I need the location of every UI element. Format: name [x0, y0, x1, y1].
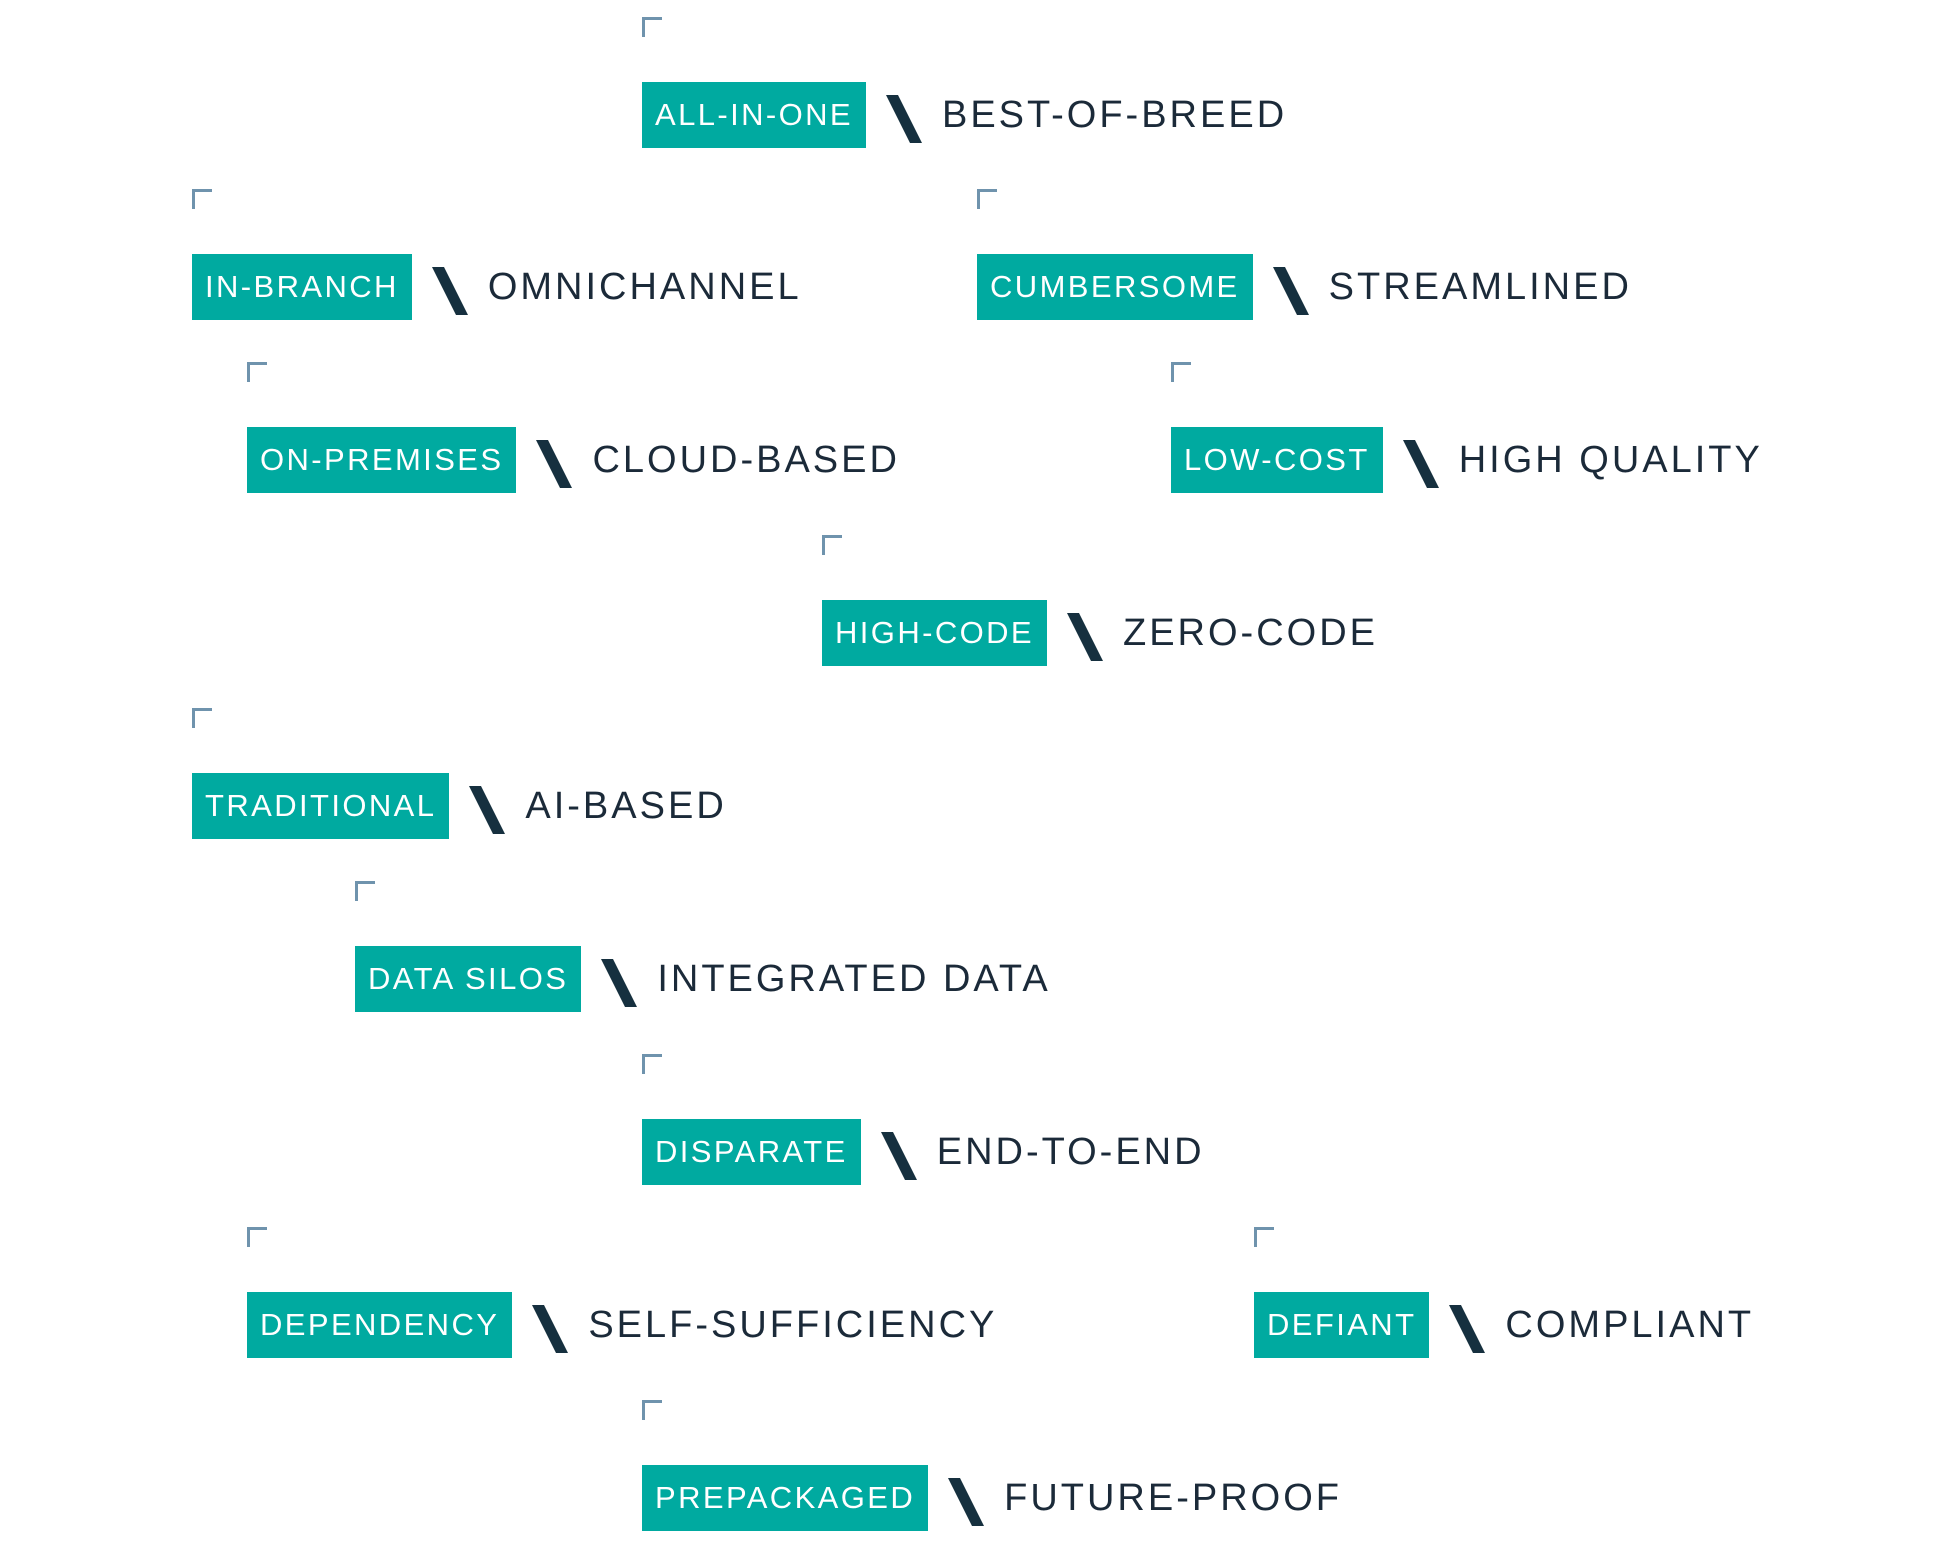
pair-high-code: HIGH-CODE ZERO-CODE	[822, 535, 1378, 666]
label-compliant: COMPLIANT	[1505, 1303, 1755, 1346]
pair-cumbersome: CUMBERSOME STREAMLINED	[977, 189, 1632, 320]
label-end-to-end: END-TO-END	[936, 1130, 1205, 1173]
tag-on-premises: ON-PREMISES	[247, 427, 517, 493]
label-omnichannel: OMNICHANNEL	[487, 265, 802, 308]
label-integrated-data: INTEGRATED DATA	[657, 957, 1051, 1000]
corner-bracket-icon	[192, 708, 212, 728]
backslash-icon	[536, 440, 573, 488]
tag-prepackaged: PREPACKAGED	[642, 1465, 929, 1531]
tag-traditional: TRADITIONAL	[192, 773, 450, 839]
label-streamlined: STREAMLINED	[1328, 265, 1632, 308]
tag-low-cost: LOW-COST	[1171, 427, 1383, 493]
label-future-proof: FUTURE-PROOF	[1004, 1476, 1342, 1519]
corner-bracket-icon	[642, 1054, 662, 1074]
tag-disparate: DISPARATE	[642, 1119, 861, 1185]
pair-low-cost: LOW-COST HIGH QUALITY	[1171, 362, 1763, 493]
pair-prepackaged: PREPACKAGED FUTURE-PROOF	[642, 1400, 1342, 1531]
corner-bracket-icon	[247, 362, 267, 382]
label-ai-based: AI-BASED	[525, 784, 727, 827]
corner-bracket-icon	[822, 535, 842, 555]
corner-bracket-icon	[247, 1227, 267, 1247]
tag-in-branch: IN-BRANCH	[192, 254, 412, 320]
backslash-icon	[601, 959, 638, 1007]
label-cloud-based: CLOUD-BASED	[592, 438, 900, 481]
corner-bracket-icon	[977, 189, 997, 209]
label-high-quality: HIGH QUALITY	[1458, 438, 1763, 481]
tag-defiant: DEFIANT	[1254, 1292, 1430, 1358]
pair-data-silos: DATA SILOS INTEGRATED DATA	[355, 881, 1051, 1012]
corner-bracket-icon	[1254, 1227, 1274, 1247]
corner-bracket-icon	[1171, 362, 1191, 382]
tag-all-in-one: ALL-IN-ONE	[642, 82, 866, 148]
label-self-sufficiency: SELF-SUFFICIENCY	[588, 1303, 998, 1346]
pair-on-premises: ON-PREMISES CLOUD-BASED	[247, 362, 900, 493]
pair-traditional: TRADITIONAL AI-BASED	[192, 708, 727, 839]
corner-bracket-icon	[642, 17, 662, 37]
backslash-icon	[948, 1478, 985, 1526]
pair-in-branch: IN-BRANCH OMNICHANNEL	[192, 189, 802, 320]
backslash-icon	[469, 786, 506, 834]
backslash-icon	[1449, 1305, 1486, 1353]
tag-cumbersome: CUMBERSOME	[977, 254, 1253, 320]
pair-defiant: DEFIANT COMPLIANT	[1254, 1227, 1755, 1358]
pair-dependency: DEPENDENCY SELF-SUFFICIENCY	[247, 1227, 998, 1358]
corner-bracket-icon	[192, 189, 212, 209]
tag-dependency: DEPENDENCY	[247, 1292, 513, 1358]
pair-all-in-one: ALL-IN-ONE BEST-OF-BREED	[642, 17, 1288, 148]
label-zero-code: ZERO-CODE	[1123, 611, 1378, 654]
backslash-icon	[1272, 267, 1309, 315]
label-best-of-breed: BEST-OF-BREED	[941, 93, 1288, 136]
tag-high-code: HIGH-CODE	[822, 600, 1047, 666]
backslash-icon	[532, 1305, 569, 1353]
backslash-icon	[880, 1132, 917, 1180]
backslash-icon	[1402, 440, 1439, 488]
backslash-icon	[431, 267, 468, 315]
backslash-icon	[885, 95, 922, 143]
corner-bracket-icon	[355, 881, 375, 901]
corner-bracket-icon	[642, 1400, 662, 1420]
pair-disparate: DISPARATE END-TO-END	[642, 1054, 1205, 1185]
tag-data-silos: DATA SILOS	[355, 946, 582, 1012]
backslash-icon	[1067, 613, 1103, 661]
